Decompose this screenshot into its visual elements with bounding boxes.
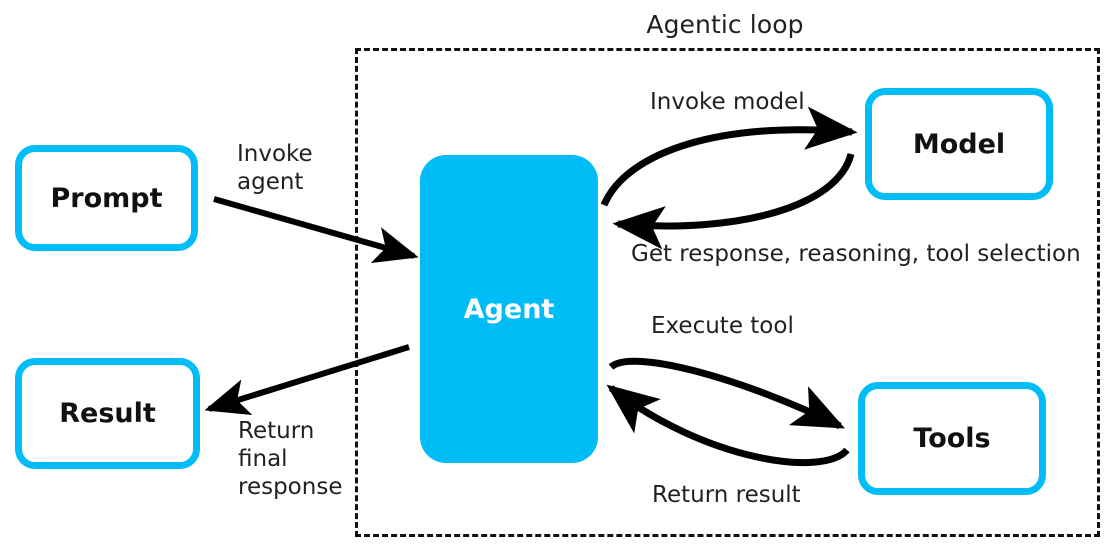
- node-tools-label: Tools: [913, 423, 991, 454]
- edge-label-return-result: Return result: [652, 482, 801, 508]
- node-model[interactable]: Model: [865, 88, 1053, 200]
- edge-label-get-response: Get response, reasoning, tool selection: [631, 241, 1081, 267]
- node-result-label: Result: [59, 398, 156, 429]
- agentic-loop-boundary: [355, 48, 1100, 537]
- node-tools[interactable]: Tools: [858, 382, 1046, 495]
- node-prompt-label: Prompt: [50, 182, 163, 214]
- node-prompt[interactable]: Prompt: [15, 145, 198, 251]
- node-agent[interactable]: Agent: [420, 155, 598, 463]
- node-model-label: Model: [912, 128, 1006, 160]
- edge-label-invoke-model: Invoke model: [650, 89, 805, 115]
- edge-label-invoke-agent: Invoke agent: [237, 141, 313, 196]
- node-agent-label: Agent: [463, 293, 555, 325]
- agentic-loop-title: Agentic loop: [646, 10, 804, 39]
- node-result[interactable]: Result: [15, 358, 200, 469]
- edge-label-return-final-response: Return final response: [238, 418, 343, 501]
- edge-label-execute-tool: Execute tool: [651, 313, 794, 339]
